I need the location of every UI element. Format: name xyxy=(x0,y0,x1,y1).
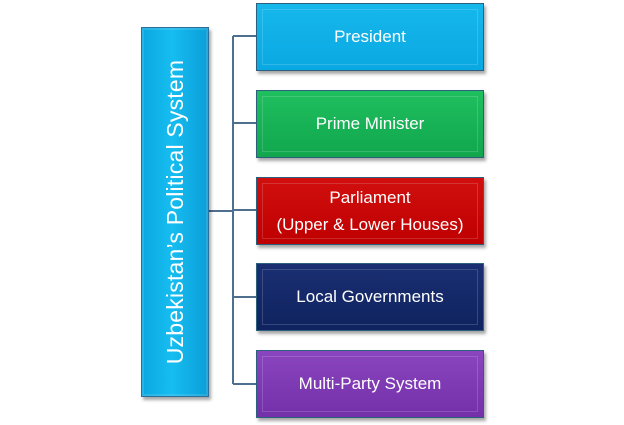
prime-minister-node: Prime Minister xyxy=(256,90,484,158)
parliament-label-block: Parliament (Upper & Lower Houses) xyxy=(276,184,463,238)
parliament-label-line1: Parliament xyxy=(329,188,411,207)
local-governments-label: Local Governments xyxy=(296,287,444,306)
multi-party-system-node: Multi-Party System xyxy=(256,350,484,418)
local-governments-node: Local Governments xyxy=(256,263,484,331)
multi-party-system-label: Multi-Party System xyxy=(298,374,442,393)
root-node-label: Uzbekistan’s Political System xyxy=(162,59,188,365)
president-node: President xyxy=(256,3,484,71)
prime-minister-label: Prime Minister xyxy=(315,114,425,133)
president-label: President xyxy=(334,27,406,46)
parliament-label-line2: (Upper & Lower Houses) xyxy=(276,215,464,234)
root-node: Uzbekistan’s Political System xyxy=(141,27,209,397)
parliament-node: Parliament (Upper & Lower Houses) xyxy=(256,177,484,245)
